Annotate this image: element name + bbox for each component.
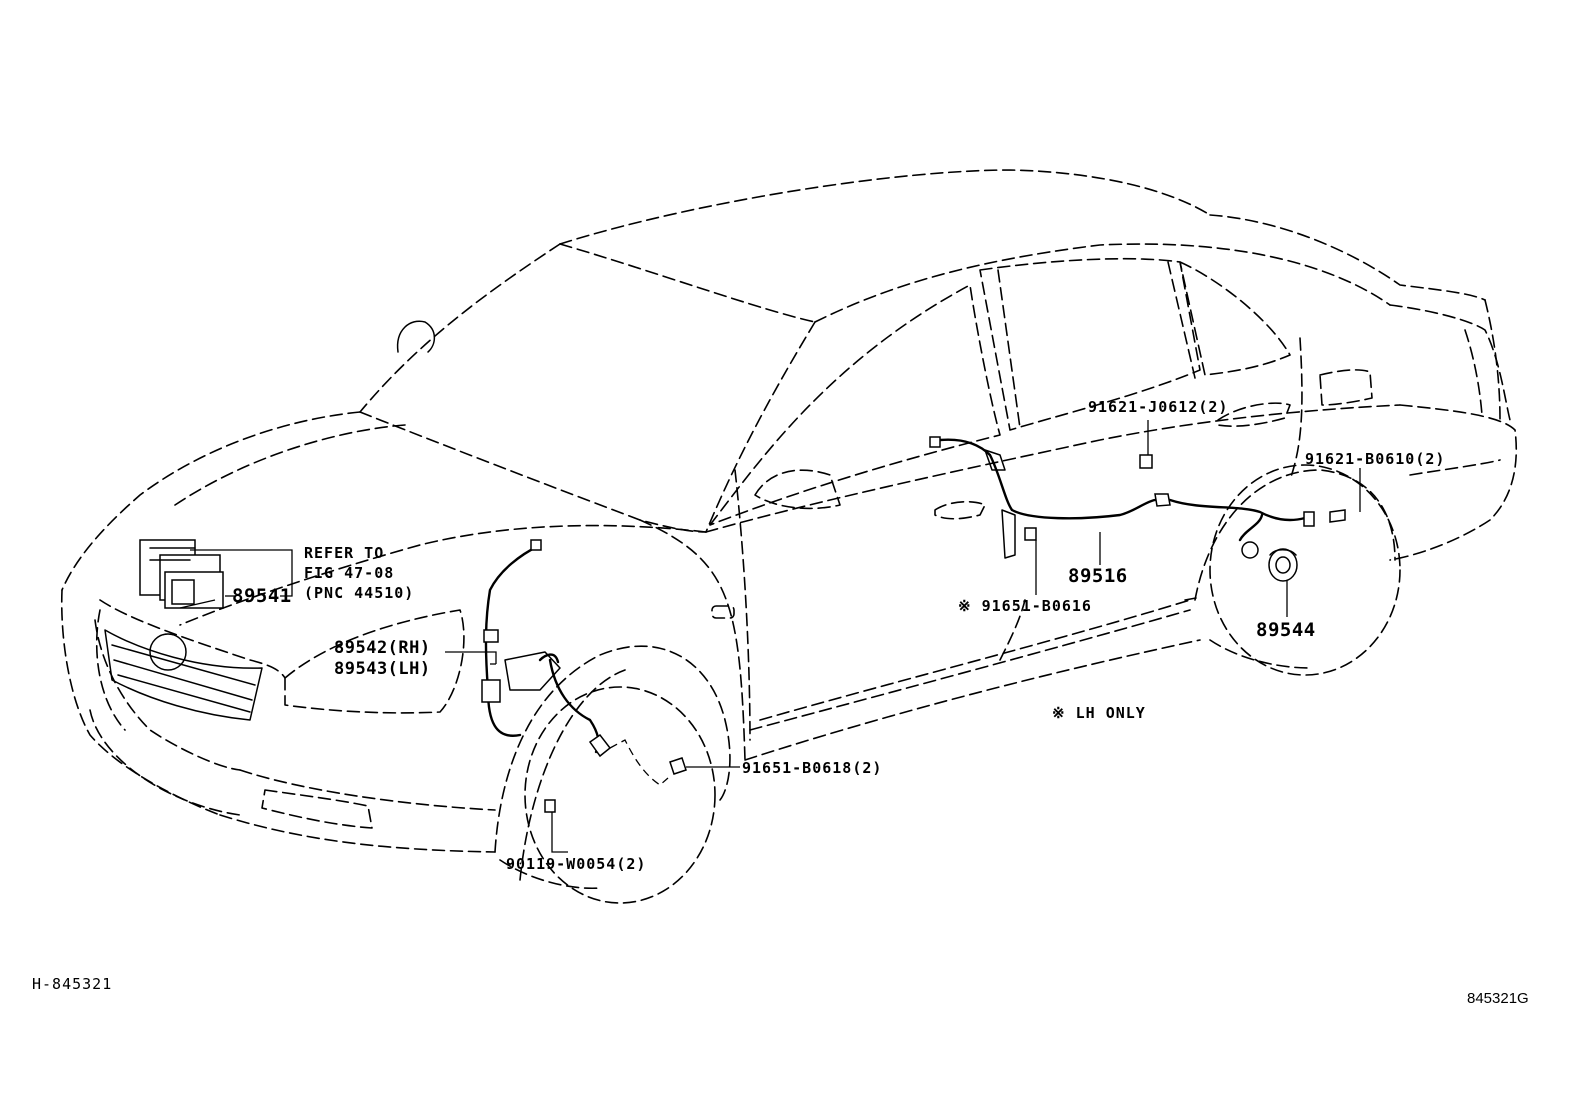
- label-89516[interactable]: 89516: [1068, 565, 1128, 587]
- callout-labels: REFER TO FIG 47-08 (PNC 44510) 89541 895…: [232, 398, 1445, 873]
- label-89544[interactable]: 89544: [1256, 619, 1316, 641]
- label-91621-b0610[interactable]: 91621-B0610(2): [1305, 450, 1445, 468]
- label-91621-j0612[interactable]: 91621-J0612(2): [1088, 398, 1228, 416]
- figure-code: 845321G: [1467, 990, 1529, 1007]
- leader-lines: [179, 420, 1361, 853]
- label-lh-only: ※ LH ONLY: [1052, 704, 1146, 722]
- label-89543[interactable]: 89543(LH): [334, 659, 431, 679]
- rear-harness-89516: [929, 436, 1315, 559]
- label-90119-w0054[interactable]: 90119-W0054(2): [506, 855, 646, 873]
- label-refer-fig: FIG 47-08: [304, 564, 394, 582]
- front-speed-sensor-harness: [481, 539, 669, 786]
- label-refer-to: REFER TO: [304, 544, 384, 562]
- rear-sensor-89544: [1268, 548, 1298, 582]
- label-89542[interactable]: 89542(RH): [334, 638, 431, 658]
- car-outline: [60, 169, 1518, 904]
- label-89541[interactable]: 89541: [232, 585, 292, 607]
- label-refer-pnc: (PNC 44510): [304, 584, 414, 602]
- label-91651-b0616[interactable]: ※ 91651-B0616: [958, 597, 1092, 615]
- abs-ecu-assembly: [139, 539, 224, 609]
- diagram-id: H-845321: [32, 975, 112, 993]
- label-91651-b0618[interactable]: 91651-B0618(2): [742, 759, 882, 777]
